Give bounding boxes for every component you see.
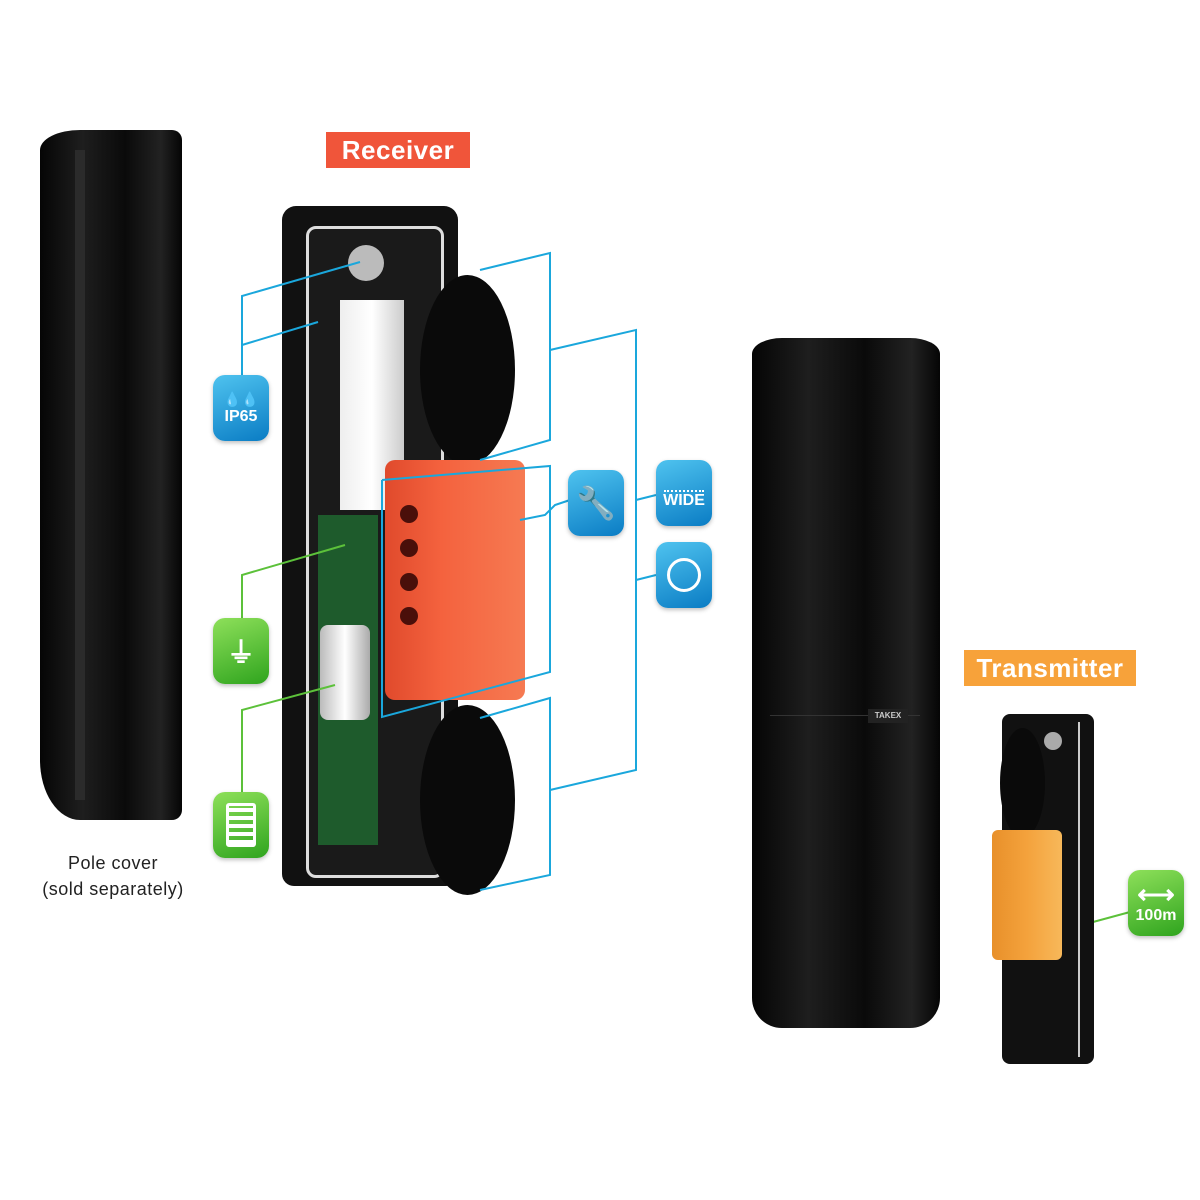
pole-cover-caption: Pole cover (sold separately) xyxy=(20,850,206,902)
receiver-label: Receiver xyxy=(326,132,470,168)
wide-text: WIDE xyxy=(663,492,705,509)
receiver-orange-chassis xyxy=(385,460,525,700)
callout-maintenance xyxy=(519,499,571,521)
transmitter-orange-chassis xyxy=(992,830,1062,960)
ip65-badge: 💧💧 IP65 xyxy=(213,375,269,441)
callout-alignment xyxy=(635,574,657,581)
transmitter-label: Transmitter xyxy=(964,650,1136,686)
assembled-unit-seam xyxy=(770,715,920,716)
transmitter-lens xyxy=(1000,728,1045,838)
pole-cover-groove xyxy=(75,150,85,800)
callout-bottom-lens xyxy=(479,696,551,891)
battery-icon xyxy=(226,803,256,847)
pole-cover xyxy=(40,130,182,820)
receiver-battery xyxy=(320,625,370,720)
receiver-lens-bottom xyxy=(420,705,515,895)
wiring-terminal-icon: ⏚ xyxy=(226,637,255,668)
pole-cover-label: Pole cover xyxy=(67,853,159,873)
wiring-terminal-badge: ⏚ xyxy=(213,618,269,684)
pole-cover-note: (sold separately) xyxy=(42,879,184,899)
callout-ip65-2 xyxy=(241,321,319,346)
maintenance-badge: 🔧 xyxy=(568,470,624,536)
transmitter-inner-frame xyxy=(1008,722,1080,1057)
transmitter-sensor-window xyxy=(1044,732,1062,750)
chassis-hole xyxy=(400,505,418,523)
callout-top-lens xyxy=(479,251,551,461)
wide-badge: WIDE xyxy=(656,460,712,526)
water-drops-icon: 💧💧 xyxy=(223,390,259,407)
alignment-scope-icon xyxy=(667,558,701,592)
brand-plate: TAKEX xyxy=(868,709,908,723)
callout-lens-group xyxy=(549,328,637,791)
double-arrow-icon: ⟷ xyxy=(1137,879,1175,909)
callout-wide xyxy=(635,494,657,501)
range-text: 100m xyxy=(1135,907,1177,924)
receiver-lens-top xyxy=(420,275,515,465)
battery-badge xyxy=(213,792,269,858)
callout-battery xyxy=(241,684,336,795)
callout-terminal xyxy=(241,544,346,620)
callout-chassis xyxy=(381,464,551,719)
callout-ip65-1 xyxy=(241,261,361,380)
range-badge: ⟷ 100m xyxy=(1128,870,1184,936)
ip65-text: IP65 xyxy=(224,407,258,425)
maintenance-person-icon: 🔧 xyxy=(576,485,616,521)
alignment-badge xyxy=(656,542,712,608)
assembled-unit xyxy=(752,338,940,1028)
wide-beam-icon xyxy=(664,476,704,492)
